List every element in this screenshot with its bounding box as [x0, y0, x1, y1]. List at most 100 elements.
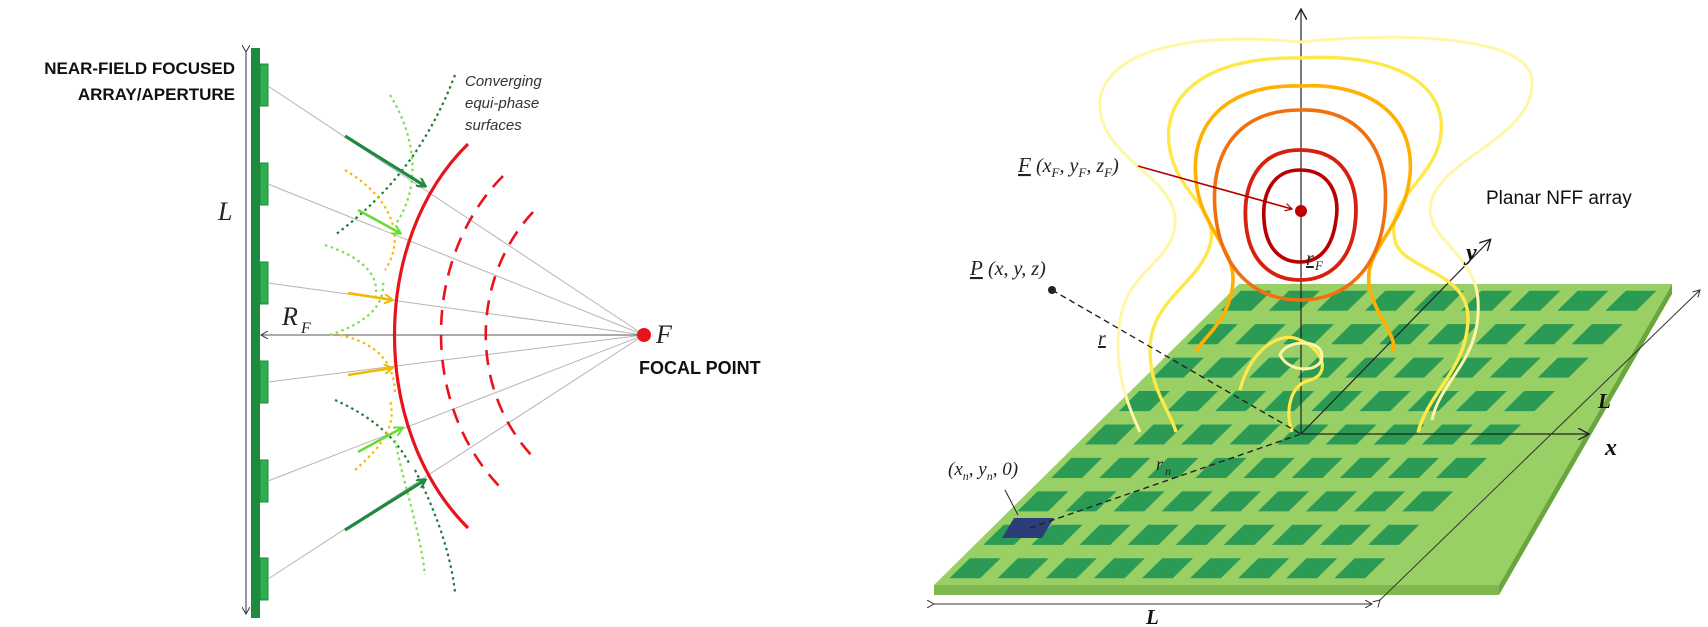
- equi-phase-light: [329, 279, 385, 337]
- ray: [267, 334, 645, 580]
- svg-text:r: r: [1306, 248, 1314, 270]
- focus-dot: [1295, 205, 1307, 217]
- array-patch: [1238, 558, 1290, 579]
- array-patch: [1220, 290, 1272, 311]
- propagation-arrows: [344, 134, 425, 532]
- array-element: [259, 557, 269, 601]
- array-patch: [1113, 491, 1165, 512]
- planar-array-title: Planar NFF array: [1486, 188, 1632, 209]
- array-patch: [997, 558, 1049, 579]
- rn-vector: [1029, 433, 1302, 529]
- focal-point-label: FOCAL POINT: [639, 358, 761, 378]
- equi-phase-yellow: [339, 333, 397, 396]
- array-patch: [1195, 457, 1247, 478]
- equi-phase-dark: [334, 398, 411, 466]
- contour-level-5: [1243, 148, 1358, 282]
- ray: [267, 334, 645, 482]
- ray: [267, 85, 645, 336]
- equi-phase-dark: [334, 74, 457, 236]
- array-patch: [1118, 391, 1170, 412]
- contour-level-4: [1212, 108, 1388, 302]
- wavefront-dashed: [439, 175, 506, 493]
- array-label-line1: NEAR-FIELD FOCUSED: [44, 59, 235, 78]
- array-patch: [1093, 558, 1145, 579]
- array-patch: [1017, 491, 1069, 512]
- array-element: [259, 459, 269, 503]
- board-length-label-right: L: [1597, 389, 1611, 413]
- array-patch: [1045, 558, 1097, 579]
- array-patch: [1085, 424, 1137, 445]
- svg-text:F: F: [1314, 258, 1324, 273]
- array-patch: [1051, 457, 1103, 478]
- array-patch: [1209, 491, 1261, 512]
- equi-phase-light: [324, 243, 378, 301]
- svg-text:P: P: [969, 256, 983, 280]
- array-patch: [1320, 524, 1372, 545]
- equi-phase-dark: [414, 469, 457, 593]
- rF-label: r F: [1306, 248, 1324, 273]
- array-patch: [1311, 391, 1363, 412]
- array-patch: [1127, 524, 1179, 545]
- ray: [267, 183, 645, 336]
- rn-label: r n: [1156, 454, 1171, 478]
- array-element: [259, 360, 269, 404]
- array-patch: [1305, 491, 1357, 512]
- aperture-length-symbol: L: [217, 197, 232, 226]
- arrow-light: [357, 208, 400, 233]
- equi-phase-light: [389, 94, 414, 226]
- board-side: [934, 585, 1499, 595]
- array-patch: [1065, 491, 1117, 512]
- left-panel: NEAR-FIELD FOCUSED ARRAY/APERTURE L R F …: [44, 48, 761, 618]
- rays: [267, 85, 645, 580]
- ray: [267, 282, 645, 336]
- focal-point-dot: [637, 328, 651, 342]
- observation-point-label: P (x, y, z): [969, 256, 1046, 280]
- arrow-light: [357, 428, 402, 454]
- array-patch: [1215, 391, 1267, 412]
- focal-distance-symbol: R: [281, 302, 298, 331]
- wavefronts: [392, 142, 534, 530]
- wavefront-label-line3: surfaces: [465, 117, 522, 134]
- array-patch: [1291, 457, 1343, 478]
- array-patch: [1243, 457, 1295, 478]
- focus-pointer: [1137, 165, 1292, 209]
- ray: [267, 334, 645, 383]
- element-pointer: [1004, 489, 1019, 516]
- array-patch: [1257, 491, 1309, 512]
- array-patch: [1190, 558, 1242, 579]
- array-patch: [1152, 357, 1204, 378]
- arrow-dark: [344, 480, 425, 532]
- element-coords-label: (xn, yn, 0): [948, 459, 1018, 483]
- array-patch: [1079, 524, 1131, 545]
- focal-symbol: F: [655, 320, 673, 349]
- svg-text:(xn, yn, 0): (xn, yn, 0): [948, 459, 1018, 483]
- array-patch: [1133, 424, 1185, 445]
- array-patch: [1181, 424, 1233, 445]
- selected-element: [1002, 518, 1054, 538]
- array-label-line2: ARRAY/APERTURE: [78, 85, 235, 104]
- array-patch: [1031, 524, 1083, 545]
- svg-text:F: F: [1017, 153, 1031, 177]
- right-panel: Planar NFF array F (xF, yF, zF) P (x, y,…: [934, 10, 1700, 627]
- array-patch: [1141, 558, 1193, 579]
- array-patch: [1147, 457, 1199, 478]
- svg-text:(xF, yF, zF): (xF, yF, zF): [1036, 155, 1119, 180]
- svg-text:n: n: [1165, 464, 1171, 478]
- array-patch: [1161, 491, 1213, 512]
- array-patch: [1331, 324, 1383, 345]
- svg-text:r: r: [1156, 454, 1164, 474]
- array-patch: [1286, 558, 1338, 579]
- equi-phase-yellow: [354, 399, 393, 471]
- arrow-dark: [344, 134, 425, 186]
- r-label: r: [1098, 328, 1106, 350]
- array-element: [259, 63, 269, 107]
- wavefront-label-line2: equi-phase: [465, 95, 539, 112]
- array-patch: [1272, 524, 1324, 545]
- equi-phase-surfaces: [324, 74, 457, 593]
- board-length-label-bottom: L: [1145, 605, 1159, 627]
- array-patch: [1099, 457, 1151, 478]
- array-patch: [1167, 391, 1219, 412]
- array-patch: [1186, 324, 1238, 345]
- y-axis-label: y: [1463, 240, 1477, 266]
